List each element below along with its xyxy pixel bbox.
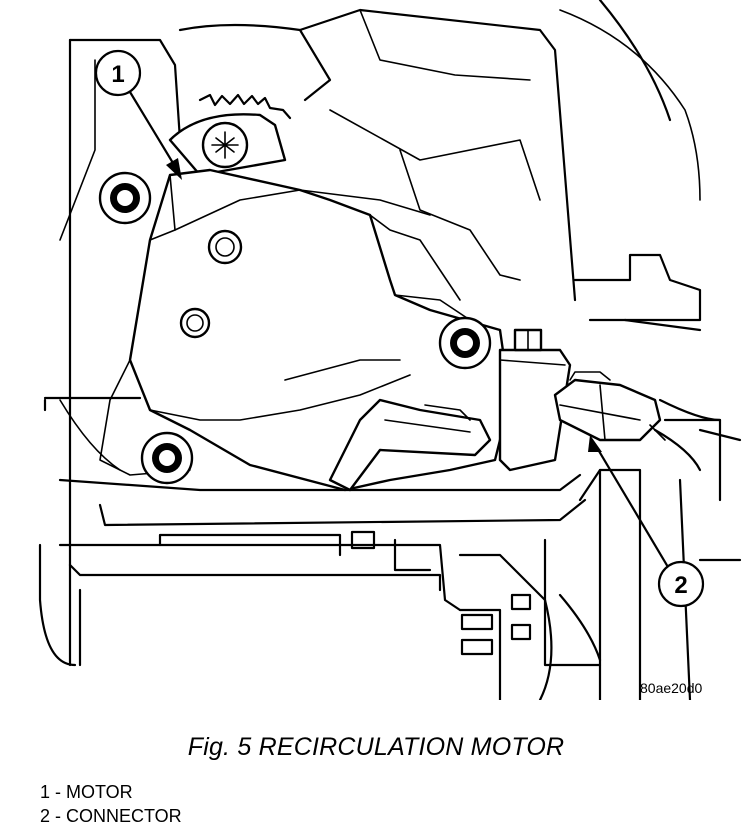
- gear-sector: [168, 93, 292, 177]
- bracket: [498, 328, 572, 472]
- legend: 1 - MOTOR 2 - CONNECTOR: [40, 780, 182, 828]
- hvac-housing: [38, 0, 742, 700]
- motor-lever: [328, 398, 492, 492]
- legend-item-connector: 2 - CONNECTOR: [40, 806, 182, 826]
- figure-caption: Fig. 5 RECIRCULATION MOTOR: [187, 733, 565, 761]
- recirculation-motor-diagram: 1 2: [38, 0, 742, 700]
- callout-2: 2: [588, 435, 705, 608]
- callout-2-number: 2: [674, 572, 687, 599]
- connector-plug: [553, 371, 722, 472]
- mounting-grommets: [98, 171, 492, 485]
- callout-1: 1: [94, 49, 182, 180]
- callout-1-number: 1: [111, 61, 124, 88]
- legend-item-motor: 1 - MOTOR: [40, 782, 133, 802]
- image-code: 80ae20d0: [640, 680, 703, 696]
